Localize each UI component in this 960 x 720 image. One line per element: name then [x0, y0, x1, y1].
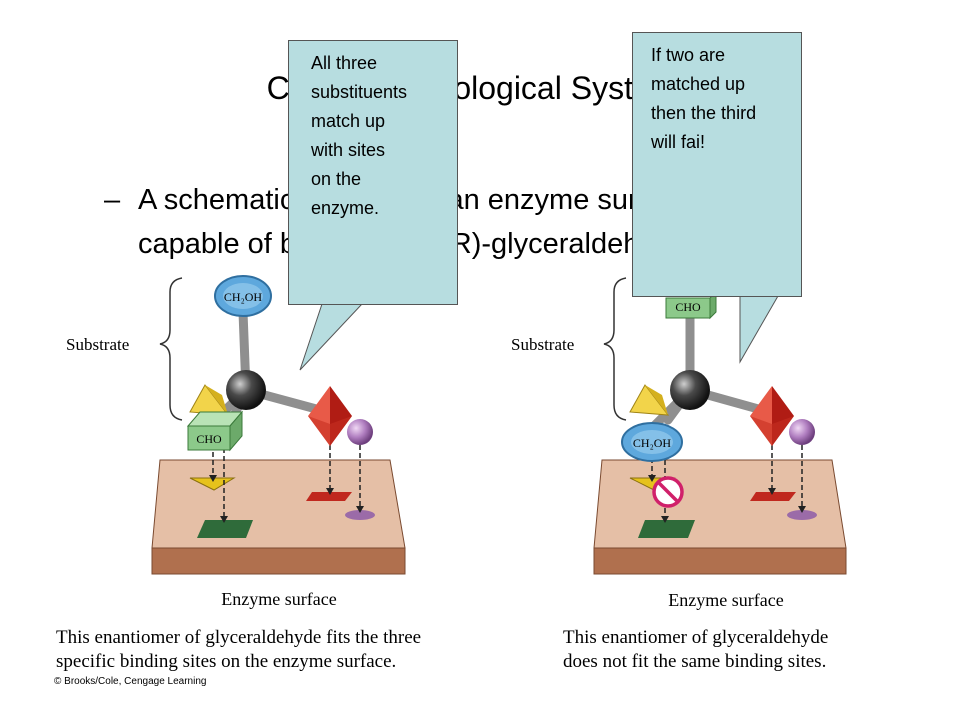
right-substrate-label: Substrate — [511, 335, 574, 354]
callout-1-line: All three — [311, 53, 378, 73]
callout-2-line: matched up — [651, 74, 746, 94]
substrate-brace — [603, 277, 627, 421]
enzyme-surface-top — [593, 459, 847, 549]
right-enzyme-panel: CHO CH₂OH Substrate Enzyme surface — [511, 277, 847, 610]
right-caption-line-2: does not fit the same binding sites. — [563, 651, 827, 672]
left-enzyme-surface-label: Enzyme surface — [221, 589, 336, 609]
callout-1-line: enzyme. — [311, 198, 380, 218]
left-caption-line-1: This enantiomer of glyceraldehyde fits t… — [56, 627, 422, 648]
callout-third-will-fail: If two are matched up then the third wil… — [632, 32, 802, 297]
purple-sphere-icon — [347, 419, 373, 445]
right-caption-line-1: This enantiomer of glyceraldehyde — [563, 627, 829, 648]
callout-1-line: substituents — [311, 82, 408, 102]
enzyme-surface-top — [151, 459, 406, 549]
cho-cube-icon — [186, 410, 244, 452]
enzyme-surface-side — [593, 547, 847, 575]
left-enzyme-panel: CH₂OH CHO Substrate Enzyme surface — [66, 275, 406, 609]
callout-1-line: on the — [311, 169, 362, 189]
callout-2-line: will fai! — [651, 132, 706, 152]
right-front-group-label: CH₂OH — [633, 436, 672, 450]
left-top-group-label: CH₂OH — [224, 290, 263, 304]
callout-1-line: match up — [311, 111, 386, 131]
right-caption: This enantiomer of glyceraldehyde does n… — [563, 626, 828, 674]
left-caption-line-2: specific binding sites on the enzyme sur… — [56, 651, 397, 672]
green-binding-site — [197, 520, 253, 538]
callout-1-tail — [299, 303, 364, 371]
purple-binding-site — [345, 510, 375, 520]
callout-all-three-match: All three substituents match up with sit… — [288, 40, 458, 305]
red-binding-site — [750, 492, 796, 501]
no-fit-icon — [652, 476, 684, 508]
purple-sphere-icon — [789, 419, 815, 445]
right-enzyme-surface-label: Enzyme surface — [668, 590, 783, 610]
red-octahedron-icon — [750, 386, 794, 446]
substrate-brace — [159, 277, 183, 421]
callout-2-tail — [739, 295, 779, 364]
bullet-dash: – — [104, 184, 121, 216]
right-top-group-label: CHO — [675, 300, 701, 314]
left-substrate-label: Substrate — [66, 335, 129, 354]
copyright-notice: © Brooks/Cole, Cengage Learning — [54, 676, 207, 687]
red-binding-site — [306, 492, 352, 501]
callout-1-line: with sites — [311, 140, 386, 160]
green-binding-site — [638, 520, 695, 538]
left-front-group-label: CHO — [196, 432, 222, 446]
purple-binding-site — [787, 510, 817, 520]
central-carbon-icon — [226, 370, 266, 410]
callout-2-line: then the third — [651, 103, 757, 123]
enzyme-surface-side — [151, 547, 406, 575]
red-octahedron-icon — [308, 386, 352, 446]
left-caption: This enantiomer of glyceraldehyde fits t… — [56, 626, 421, 674]
cho-cube-icon — [665, 290, 717, 320]
central-carbon-icon — [670, 370, 710, 410]
callout-2-line: If two are — [651, 45, 726, 65]
